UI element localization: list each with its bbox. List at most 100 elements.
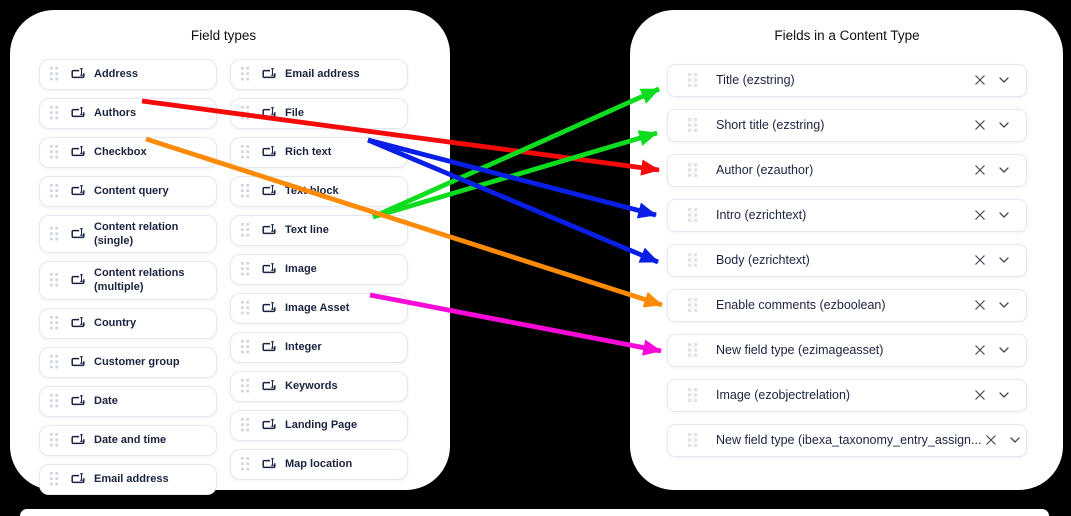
content-type-field-row[interactable]: Enable comments (ezboolean): [667, 288, 1027, 322]
field-type-card[interactable]: Email address: [230, 58, 408, 90]
chevron-down-icon[interactable]: [1005, 430, 1025, 450]
field-input-icon: [71, 67, 85, 81]
drag-handle-icon[interactable]: [241, 145, 250, 159]
chevron-down-icon[interactable]: [994, 295, 1014, 315]
content-type-field-row[interactable]: Body (ezrichtext): [667, 243, 1027, 277]
drag-handle-icon[interactable]: [241, 418, 250, 432]
chevron-down-icon[interactable]: [994, 115, 1014, 135]
field-types-column-2: Email address File: [230, 58, 408, 495]
field-type-label: Text line: [285, 223, 329, 236]
field-type-card[interactable]: Email address: [39, 463, 217, 495]
chevron-down-icon[interactable]: [994, 385, 1014, 405]
drag-handle-icon[interactable]: [50, 355, 59, 369]
drag-handle-icon[interactable]: [688, 253, 698, 268]
field-row-label: Image (ezobjectrelation): [716, 388, 851, 403]
field-type-card[interactable]: Address: [39, 58, 217, 90]
field-input-icon: [71, 394, 85, 408]
field-type-label: Map location: [285, 457, 353, 470]
field-input-icon: [71, 355, 85, 369]
field-type-card[interactable]: Authors: [39, 97, 217, 129]
field-type-card[interactable]: Image: [230, 253, 408, 285]
drag-handle-icon[interactable]: [241, 457, 250, 471]
drag-handle-icon[interactable]: [50, 394, 59, 408]
drag-handle-icon[interactable]: [688, 163, 698, 178]
field-type-card[interactable]: Customer group: [39, 346, 217, 378]
drag-handle-icon[interactable]: [241, 67, 250, 81]
field-type-label: Content relation (single): [94, 220, 179, 247]
drag-handle-icon[interactable]: [688, 388, 698, 403]
drag-handle-icon[interactable]: [688, 433, 698, 448]
field-types-column-1: Address Authors: [39, 58, 217, 495]
remove-field-icon[interactable]: [970, 385, 990, 405]
drag-handle-icon[interactable]: [241, 223, 250, 237]
field-type-label: Content query: [94, 184, 169, 197]
field-type-card[interactable]: Content query: [39, 175, 217, 207]
field-type-card[interactable]: Country: [39, 307, 217, 339]
field-type-card[interactable]: Keywords: [230, 370, 408, 402]
field-type-card[interactable]: File: [230, 97, 408, 129]
field-type-card[interactable]: Landing Page: [230, 409, 408, 441]
field-type-card[interactable]: Content relations (multiple): [39, 261, 217, 300]
remove-field-icon[interactable]: [970, 295, 990, 315]
remove-field-icon[interactable]: [970, 340, 990, 360]
content-type-field-row[interactable]: New field type (ibexa_taxonomy_entry_ass…: [667, 423, 1027, 457]
field-type-card[interactable]: Date: [39, 385, 217, 417]
drag-handle-icon[interactable]: [241, 301, 250, 315]
field-row-label: Intro (ezrichtext): [716, 208, 807, 223]
drag-handle-icon[interactable]: [241, 106, 250, 120]
drag-handle-icon[interactable]: [50, 433, 59, 447]
drag-handle-icon[interactable]: [50, 106, 59, 120]
drag-handle-icon[interactable]: [241, 379, 250, 393]
drag-handle-icon[interactable]: [241, 262, 250, 276]
drag-handle-icon[interactable]: [50, 316, 59, 330]
field-type-label: Address: [94, 67, 139, 80]
content-type-field-row[interactable]: Short title (ezstring): [667, 108, 1027, 142]
field-type-card[interactable]: Text block: [230, 175, 408, 207]
drag-handle-icon[interactable]: [241, 184, 250, 198]
field-type-label: Image Asset: [285, 301, 350, 314]
remove-field-icon[interactable]: [981, 430, 1001, 450]
field-type-card[interactable]: Text line: [230, 214, 408, 246]
content-type-field-row[interactable]: Image (ezobjectrelation): [667, 378, 1027, 412]
field-type-card[interactable]: Date and time: [39, 424, 217, 456]
field-type-card[interactable]: Image Asset: [230, 292, 408, 324]
remove-field-icon[interactable]: [970, 250, 990, 270]
field-type-card[interactable]: Checkbox: [39, 136, 217, 168]
remove-field-icon[interactable]: [970, 70, 990, 90]
chevron-down-icon[interactable]: [994, 205, 1014, 225]
content-type-field-row[interactable]: Intro (ezrichtext): [667, 198, 1027, 232]
field-input-icon: [71, 184, 85, 198]
remove-field-icon[interactable]: [970, 160, 990, 180]
remove-field-icon[interactable]: [970, 115, 990, 135]
chevron-down-icon[interactable]: [994, 340, 1014, 360]
drag-handle-icon[interactable]: [688, 208, 698, 223]
field-type-card[interactable]: Rich text: [230, 136, 408, 168]
content-type-field-row[interactable]: Author (ezauthor): [667, 153, 1027, 187]
drag-handle-icon[interactable]: [50, 226, 59, 241]
field-type-card[interactable]: Integer: [230, 331, 408, 363]
content-type-field-row[interactable]: Title (ezstring): [667, 63, 1027, 97]
drag-handle-icon[interactable]: [241, 340, 250, 354]
field-type-label: Country: [94, 317, 137, 330]
drag-handle-icon[interactable]: [688, 343, 698, 358]
drag-handle-icon[interactable]: [50, 184, 59, 198]
drag-handle-icon[interactable]: [50, 472, 59, 486]
field-type-label: Content relations (multiple): [94, 267, 185, 294]
field-input-icon: [262, 340, 276, 354]
drag-handle-icon[interactable]: [688, 118, 698, 133]
field-type-label: Integer: [285, 340, 322, 353]
drag-handle-icon[interactable]: [50, 273, 59, 287]
chevron-down-icon[interactable]: [994, 160, 1014, 180]
drag-handle-icon[interactable]: [688, 73, 698, 88]
chevron-down-icon[interactable]: [994, 70, 1014, 90]
field-type-card[interactable]: Content relation (single): [39, 214, 217, 254]
field-type-card[interactable]: Map location: [230, 448, 408, 480]
drag-handle-icon[interactable]: [688, 298, 698, 313]
content-type-field-row[interactable]: New field type (ezimageasset): [667, 333, 1027, 367]
drag-handle-icon[interactable]: [50, 145, 59, 159]
field-input-icon: [71, 472, 85, 486]
field-input-icon: [71, 316, 85, 330]
drag-handle-icon[interactable]: [50, 67, 59, 81]
remove-field-icon[interactable]: [970, 205, 990, 225]
chevron-down-icon[interactable]: [994, 250, 1014, 270]
